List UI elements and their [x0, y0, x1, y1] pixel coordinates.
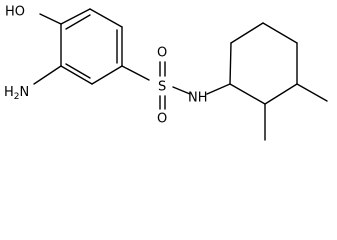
amine-n: N	[20, 85, 30, 100]
sulfonyl-double-bond-top	[159, 61, 166, 77]
hydroxyl-label: HO	[5, 5, 25, 20]
amine-h: H	[4, 85, 14, 100]
molecule-drawing: HO H2N S O O NH	[4, 5, 328, 141]
sulfur-label: S	[158, 80, 166, 95]
oxygen-bottom-label: O	[157, 112, 167, 127]
bond-n-ring	[206, 83, 231, 95]
amide-nh-label: NH	[188, 91, 208, 106]
oxygen-top-label: O	[157, 46, 167, 61]
cyclohexane-ring	[229, 22, 298, 105]
methyl-bond-3	[296, 83, 328, 102]
amine-subscript: 2	[14, 92, 20, 102]
bond-c-oh	[39, 13, 62, 25]
bond-c-s	[121, 65, 150, 81]
structure-canvas: HO H2N S O O NH	[4, 5, 328, 141]
benzene-ring	[60, 8, 123, 85]
sulfonyl-double-bond-bottom	[159, 95, 166, 110]
bond-c-nh2	[33, 65, 62, 85]
bond-s-n	[172, 86, 191, 95]
amine-label: H2N	[4, 85, 29, 102]
